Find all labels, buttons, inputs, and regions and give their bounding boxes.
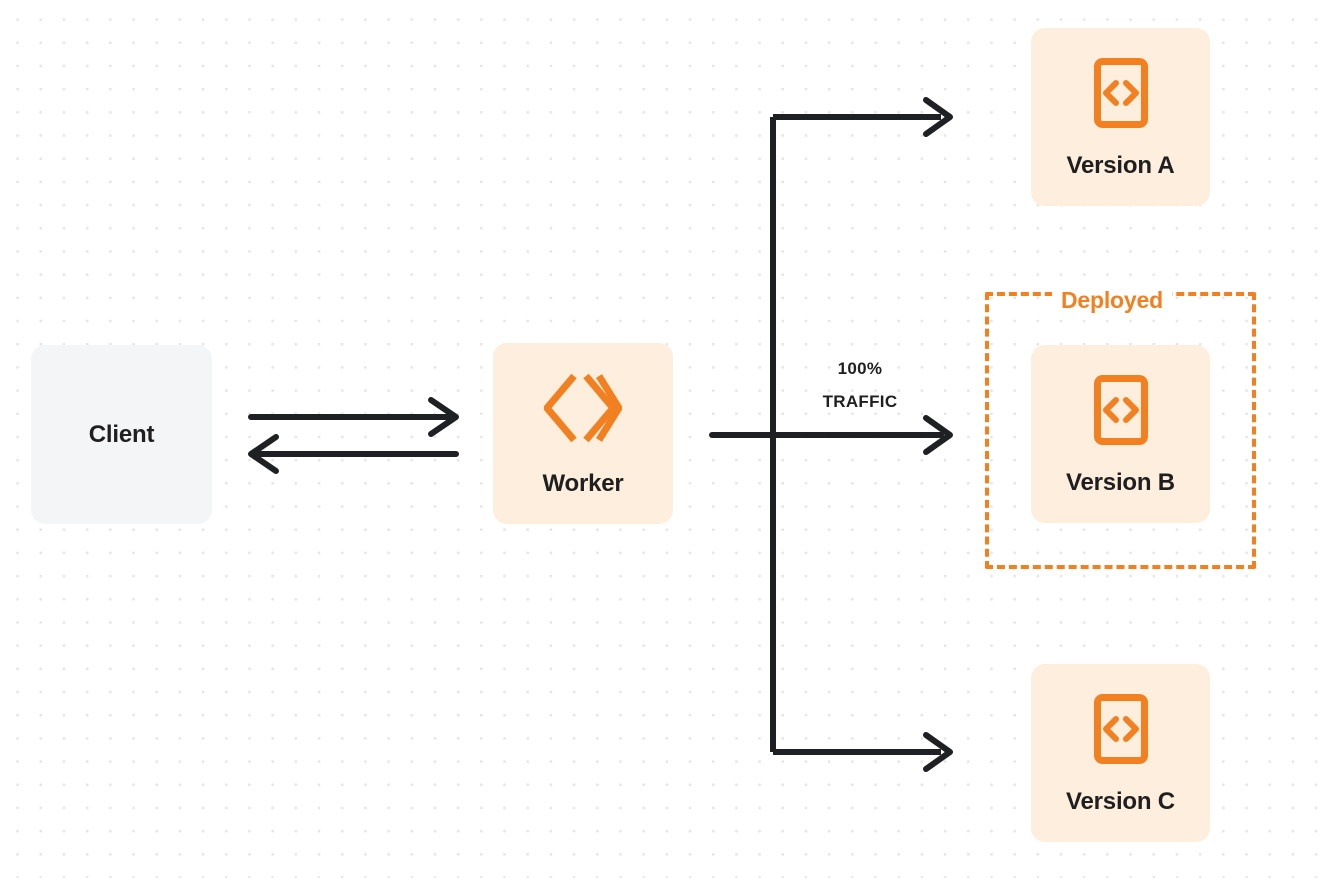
worker-label: Worker <box>542 470 624 497</box>
node-client[interactable]: Client <box>31 345 212 524</box>
node-version-c[interactable]: Version C <box>1031 664 1210 842</box>
version-c-label: Version C <box>1066 787 1175 815</box>
code-file-icon <box>1093 57 1149 134</box>
edge-to-version-b <box>709 415 953 455</box>
node-version-a[interactable]: Version A <box>1031 28 1210 206</box>
version-b-label: Version B <box>1066 468 1175 496</box>
node-version-b[interactable]: Version B <box>1031 345 1210 523</box>
edge-worker-to-client <box>248 434 459 474</box>
traffic-label: 100% TRAFFIC <box>791 352 929 418</box>
edge-client-to-worker <box>248 397 459 437</box>
edge-to-version-c <box>773 732 953 772</box>
traffic-word: TRAFFIC <box>822 392 898 412</box>
code-file-icon <box>1093 693 1149 770</box>
client-label: Client <box>88 420 155 448</box>
deployed-group-label: Deployed <box>1052 286 1172 314</box>
traffic-percent: 100% <box>837 359 883 378</box>
version-a-label: Version A <box>1066 151 1175 179</box>
cloudflare-workers-logo-icon <box>542 371 624 450</box>
node-worker[interactable]: Worker <box>493 343 673 524</box>
edge-to-version-a <box>773 97 953 137</box>
code-file-icon <box>1093 374 1149 451</box>
